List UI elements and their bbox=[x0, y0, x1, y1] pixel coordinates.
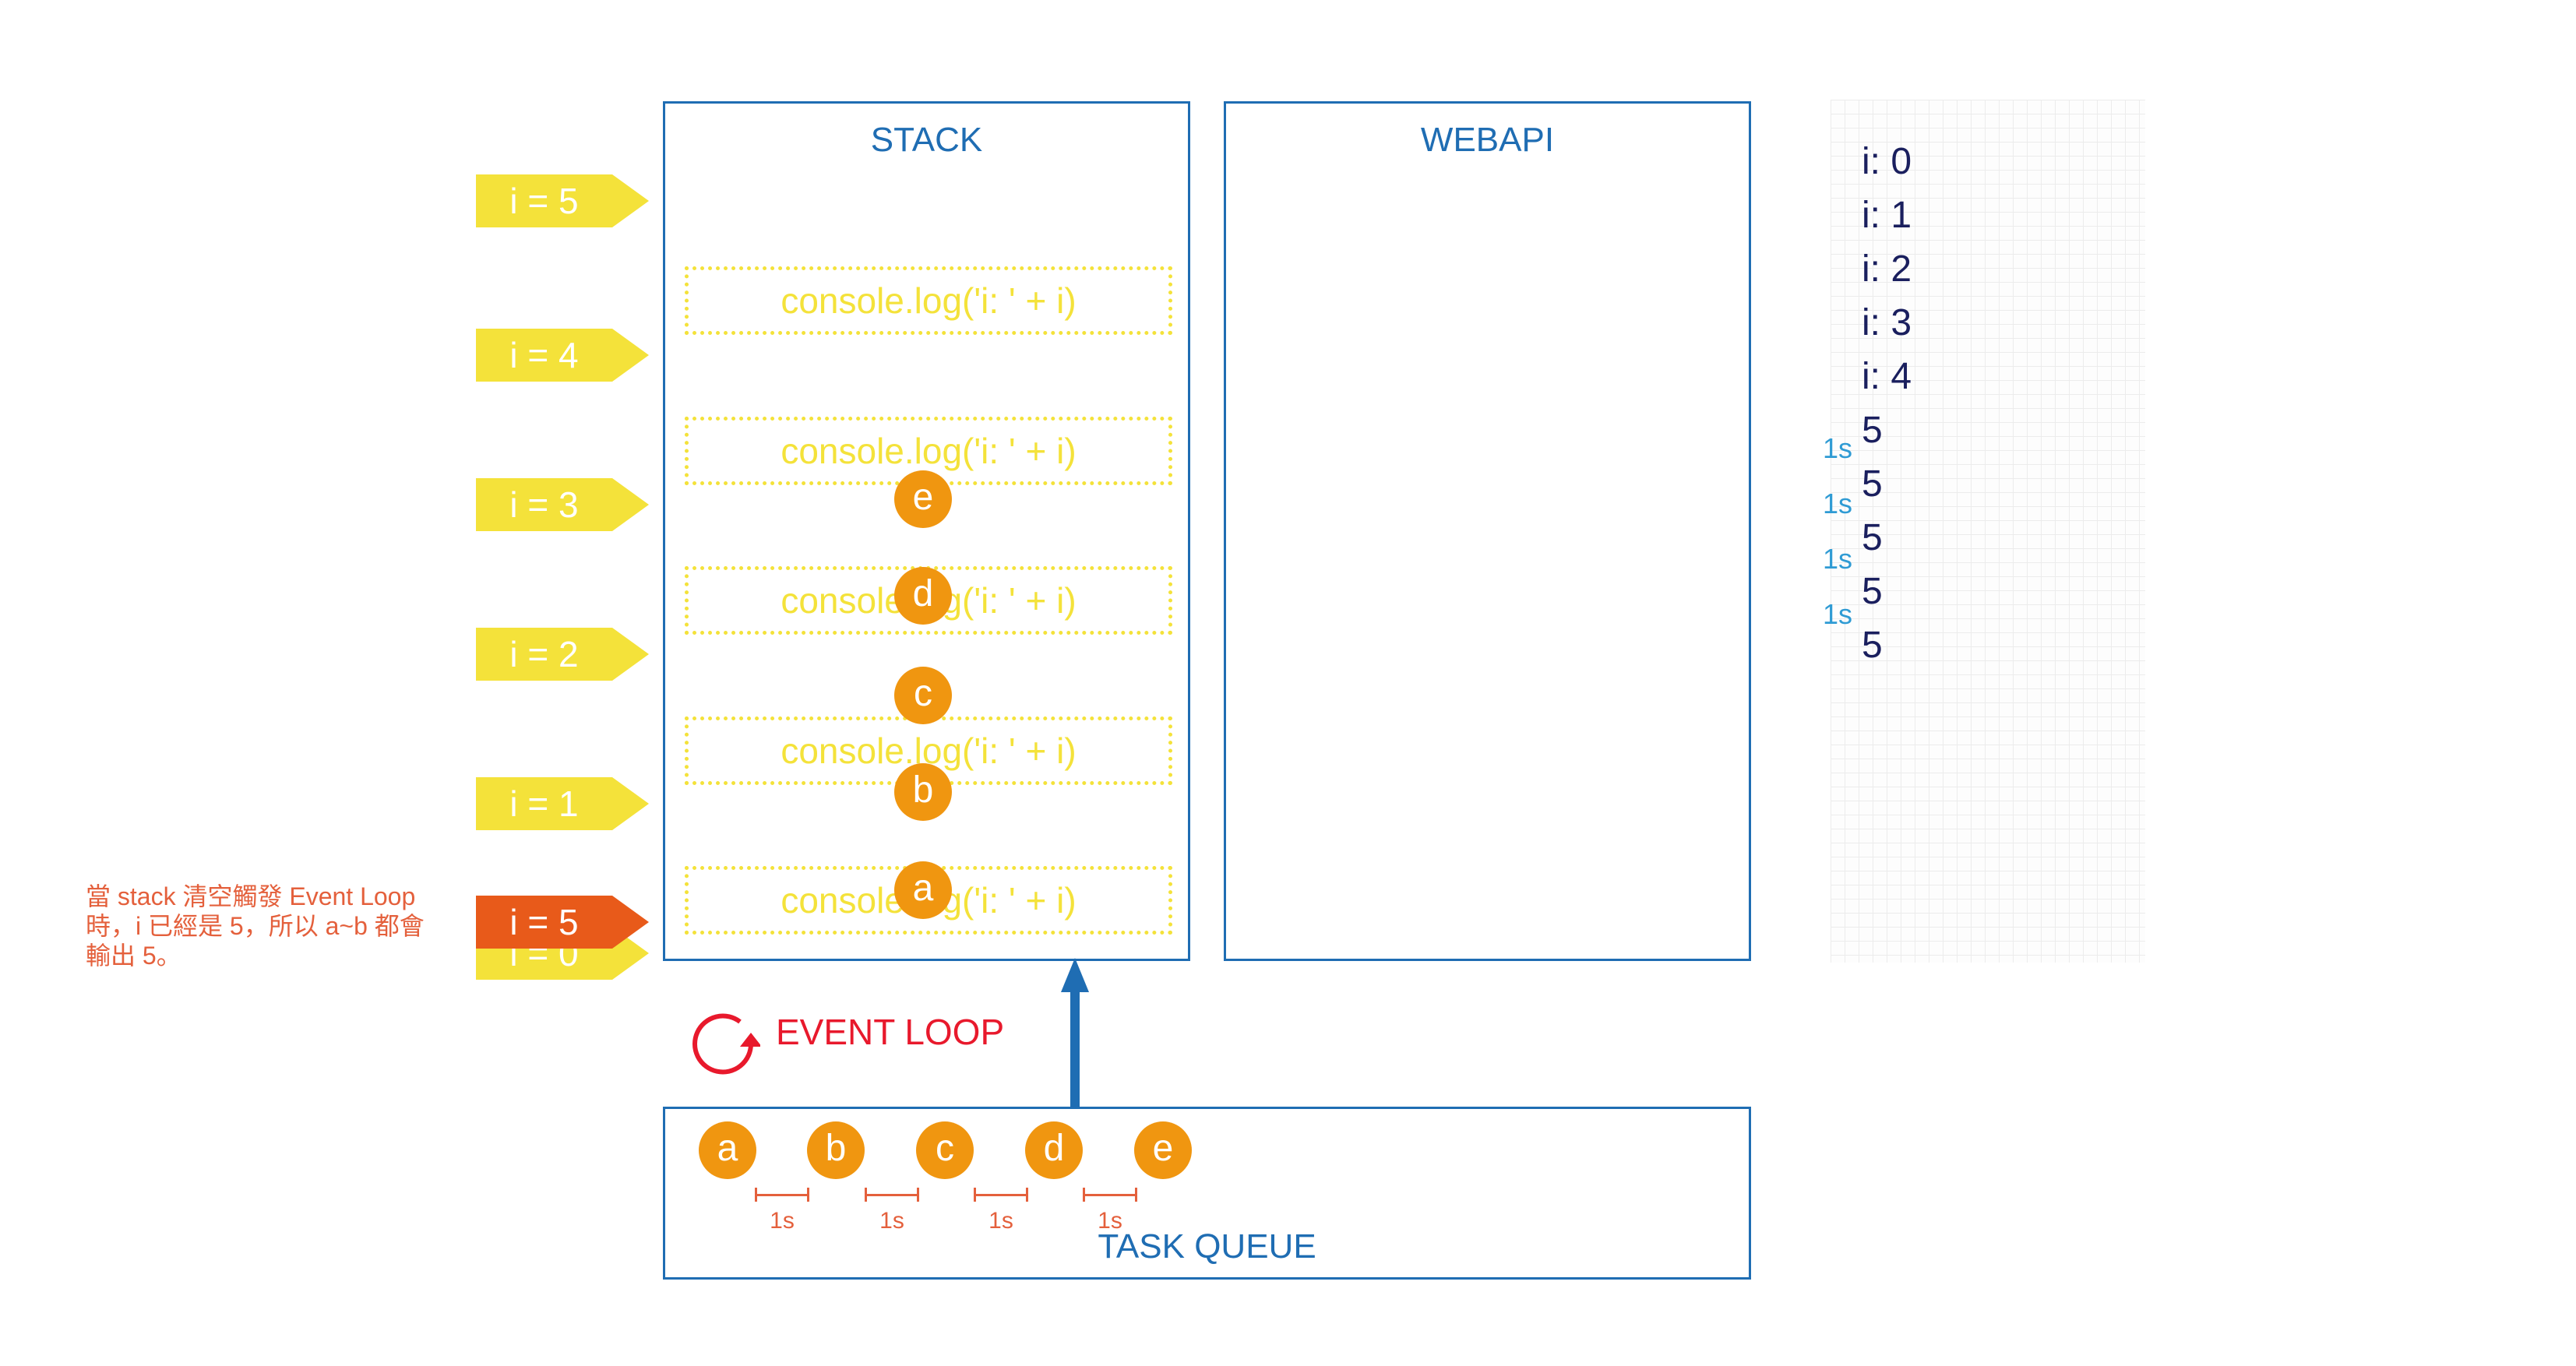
console-output-line: 5 bbox=[1862, 625, 1883, 666]
stack-box: STACK bbox=[663, 101, 1190, 961]
loop-tag: i = 1 bbox=[476, 777, 649, 830]
interval-marker: 1s bbox=[865, 1188, 919, 1242]
delay-label: 1s bbox=[1823, 598, 1853, 630]
console-output-line: i: 3 bbox=[1862, 302, 1912, 343]
stack-frame-text: console.log('i: ' + i) bbox=[781, 280, 1077, 321]
delay-label: 1s bbox=[1823, 432, 1853, 464]
queue-dot-c: c bbox=[916, 1121, 974, 1179]
delay-label: 1s bbox=[1823, 543, 1853, 575]
console-grid-background bbox=[1831, 100, 2145, 963]
callback-dot-c: c bbox=[894, 667, 952, 724]
event-loop-arrow bbox=[1059, 958, 1091, 1109]
callback-dot-b: b bbox=[894, 763, 952, 821]
stack-frame: console.log('i: ' + i) bbox=[685, 266, 1172, 335]
console-output-line: i: 1 bbox=[1862, 195, 1912, 236]
explanation-note: 當 stack 清空觸發 Event Loop 時，i 已經是 5，所以 a~b… bbox=[86, 882, 425, 970]
loop-tag: i = 3 bbox=[476, 478, 649, 531]
console-output-line: 5 bbox=[1862, 571, 1883, 612]
console-output-line: i: 2 bbox=[1862, 248, 1912, 290]
interval-marker: 1s bbox=[755, 1188, 809, 1242]
task-queue-title: TASK QUEUE bbox=[1098, 1227, 1316, 1266]
stack-frame-text: console.log('i: ' + i) bbox=[781, 431, 1077, 471]
console-output-line: i: 4 bbox=[1862, 356, 1912, 397]
loop-tag: i = 2 bbox=[476, 628, 649, 681]
interval-marker: 1s bbox=[974, 1188, 1028, 1242]
console-output-line: 5 bbox=[1862, 517, 1883, 558]
callback-dot-e: e bbox=[894, 470, 952, 528]
interval-marker: 1s bbox=[1083, 1188, 1137, 1242]
event-loop-icon bbox=[685, 1005, 762, 1079]
event-loop-label: EVENT LOOP bbox=[776, 1012, 1005, 1052]
callback-dot-d: d bbox=[894, 567, 952, 625]
current-loop-tag: i = 5 bbox=[476, 896, 649, 949]
console-output-line: 5 bbox=[1862, 410, 1883, 451]
callback-dot-a: a bbox=[894, 861, 952, 919]
queue-dot-a: a bbox=[699, 1121, 756, 1179]
loop-tag: i = 5 bbox=[476, 174, 649, 227]
stack-title: STACK bbox=[870, 121, 983, 159]
console-output-line: i: 0 bbox=[1862, 141, 1912, 182]
queue-dot-d: d bbox=[1025, 1121, 1083, 1179]
loop-tag: i = 4 bbox=[476, 329, 649, 382]
queue-dot-e: e bbox=[1134, 1121, 1192, 1179]
delay-label: 1s bbox=[1823, 488, 1853, 519]
webapi-title: WEBAPI bbox=[1420, 121, 1555, 159]
queue-dot-b: b bbox=[807, 1121, 865, 1179]
webapi-box: WEBAPI bbox=[1224, 101, 1751, 961]
console-output-line: 5 bbox=[1862, 463, 1883, 505]
